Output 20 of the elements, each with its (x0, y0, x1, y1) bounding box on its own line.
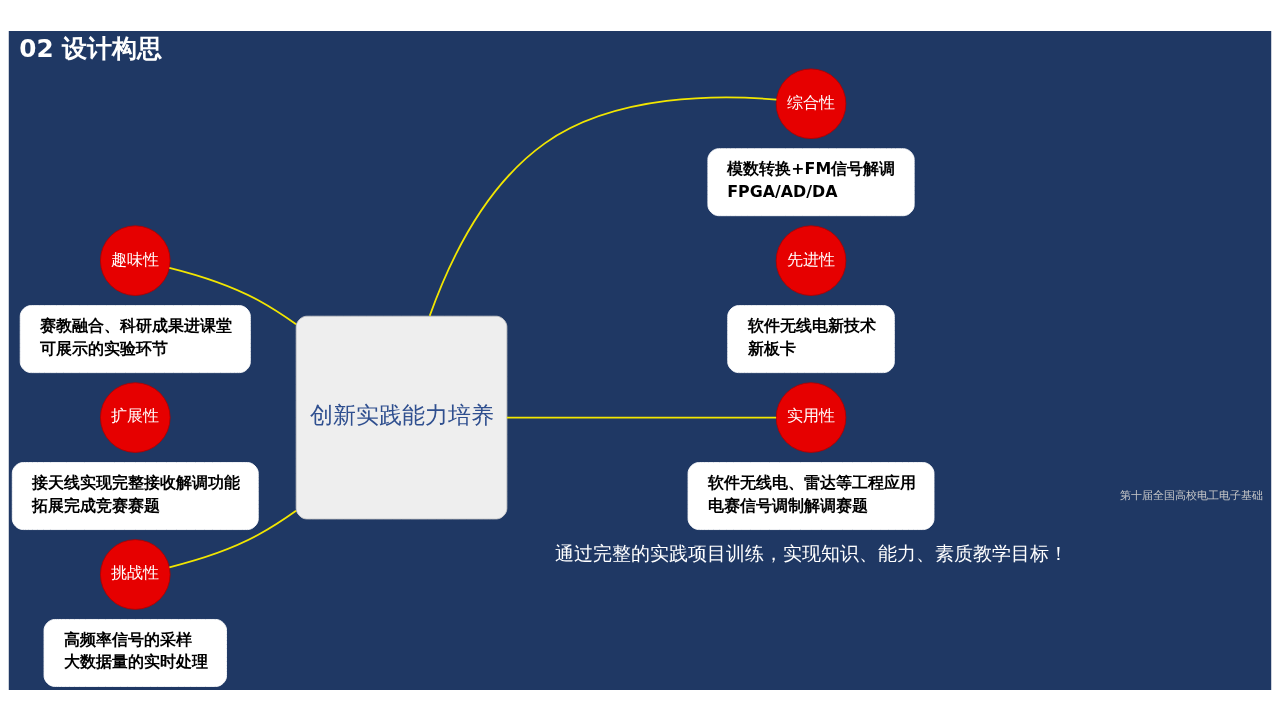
node-circle: 趣味性 (100, 224, 171, 296)
connector (168, 509, 297, 568)
node-box: 模数转换+FM信号解调 FPGA/AD/DA (707, 147, 915, 216)
node-box: 接天线实现完整接收解调功能 拓展完成竞赛赛题 (11, 461, 259, 530)
node-circle: 先进性 (775, 224, 847, 296)
node-circle: 扩展性 (100, 381, 171, 453)
node-circle: 挑战性 (100, 538, 171, 610)
node-circle: 实用性 (775, 381, 847, 453)
node-box: 赛教融合、科研成果进课堂 可展示的实验环节 (19, 304, 251, 373)
node-circle: 综合性 (775, 67, 847, 139)
diagram-title: 02 设计构思 (19, 33, 163, 63)
connector (428, 96, 778, 317)
caption: 通过完整的实践项目训练，实现知识、能力、素质教学目标！ (554, 541, 1068, 565)
node-box: 创新实践能力培养 (295, 315, 508, 519)
connector (168, 266, 297, 325)
node-box: 高频率信号的采样 大数据量的实时处理 (43, 618, 227, 687)
connector (506, 416, 777, 418)
node-box: 软件无线电新技术 新板卡 (727, 304, 895, 373)
node-box: 软件无线电、雷达等工程应用 电赛信号调制解调赛题 (687, 461, 935, 530)
label: 第十届全国高校电工电子基础 (1119, 488, 1263, 501)
